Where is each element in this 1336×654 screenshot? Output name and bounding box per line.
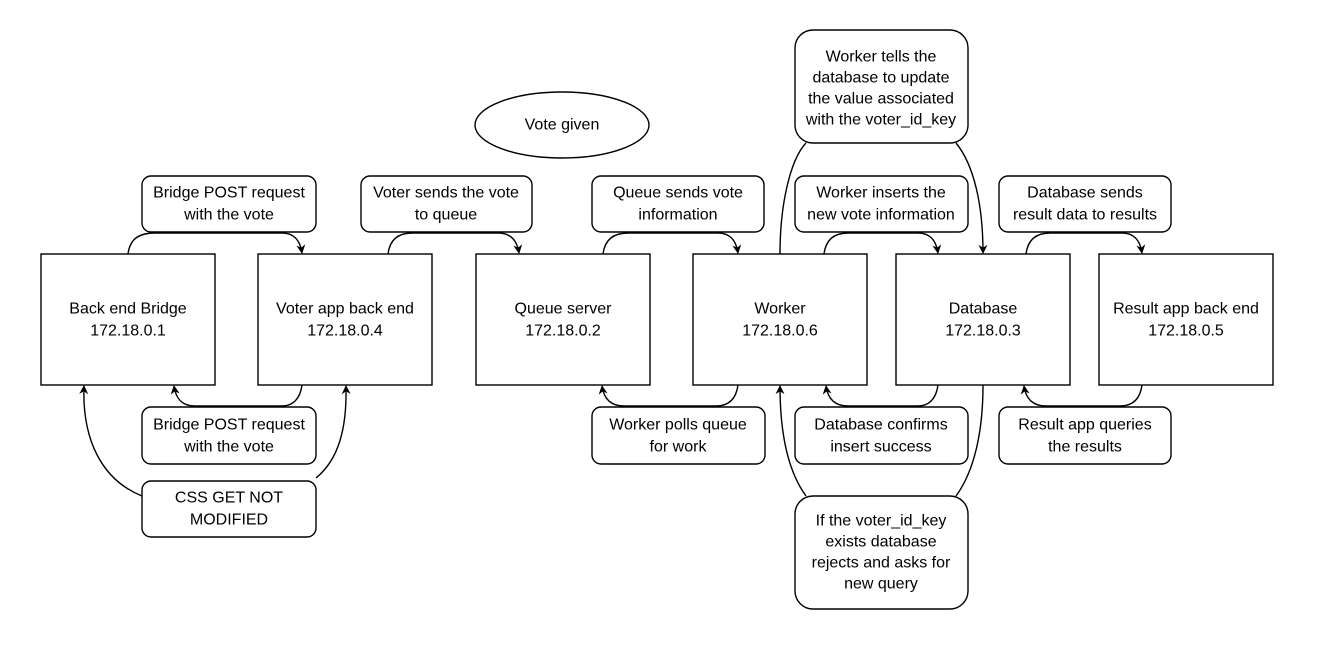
label-line: Result app queries xyxy=(1018,417,1151,434)
edge-voter-to-queue-top xyxy=(387,232,523,255)
label-line: with the vote xyxy=(183,439,274,456)
edge-db-reject-to-worker xyxy=(780,385,984,497)
label-line: database to update xyxy=(812,70,949,87)
server-worker: Worker 172.18.0.6 xyxy=(692,253,868,386)
edge-voter-to-bridge-bottom xyxy=(170,384,303,407)
edge-worker-to-queue-poll xyxy=(598,384,739,407)
label-line: Queue sends vote xyxy=(613,185,743,202)
server-ip: 172.18.0.6 xyxy=(742,323,818,340)
label-db-sends: Database sends result data to results xyxy=(998,175,1172,233)
server-name: Database xyxy=(949,301,1018,318)
edge-bridge-to-voter-top xyxy=(127,232,306,255)
server-back-end-bridge: Back end Bridge 172.18.0.1 xyxy=(40,253,216,386)
server-ip: 172.18.0.5 xyxy=(1148,323,1224,340)
vote-given-label: Vote given xyxy=(525,117,600,134)
label-worker-inserts: Worker inserts the new vote information xyxy=(794,175,969,233)
label-line: Voter sends the vote xyxy=(373,185,519,202)
edge-worker-to-db-insert xyxy=(823,232,942,255)
server-ip: 172.18.0.1 xyxy=(90,323,166,340)
server-ip: 172.18.0.4 xyxy=(307,323,383,340)
server-voter-app-back-end: Voter app back end 172.18.0.4 xyxy=(257,253,433,386)
edge-result-to-db-query xyxy=(1020,384,1143,407)
server-name: Voter app back end xyxy=(276,301,414,318)
label-line: result data to results xyxy=(1013,207,1157,224)
label-voter-sends: Voter sends the vote to queue xyxy=(360,175,533,233)
edge-css-to-voter xyxy=(315,385,351,479)
label-line: Worker inserts the xyxy=(816,185,946,202)
label-line: Worker polls queue xyxy=(609,417,747,434)
label-line: information xyxy=(638,207,717,224)
label-line: insert success xyxy=(830,439,931,456)
label-worker-polls: Worker polls queue for work xyxy=(591,406,766,465)
edge-queue-to-worker-top xyxy=(602,232,742,255)
server-result-app-back-end: Result app back end 172.18.0.5 xyxy=(1098,253,1274,386)
label-result-queries: Result app queries the results xyxy=(998,406,1172,465)
label-line: If the voter_id_key xyxy=(816,513,947,530)
server-name: Result app back end xyxy=(1113,301,1259,318)
server-queue: Queue server 172.18.0.2 xyxy=(475,253,651,386)
label-line: the results xyxy=(1048,439,1122,456)
label-bridge-post-bottom: Bridge POST request with the vote xyxy=(141,406,317,465)
edge-worker-tells-db-update xyxy=(779,142,983,254)
server-ip: 172.18.0.2 xyxy=(525,323,601,340)
label-line: with the vote xyxy=(183,207,274,224)
server-name: Queue server xyxy=(515,301,613,318)
label-line: Bridge POST request xyxy=(153,417,305,434)
label-line: Database confirms xyxy=(814,417,947,434)
label-line: Database sends xyxy=(1027,185,1143,202)
label-line: rejects and asks for xyxy=(812,555,951,572)
label-line: new query xyxy=(844,576,918,593)
label-css-get: CSS GET NOT MODIFIED xyxy=(141,480,317,538)
label-line: MODIFIED xyxy=(190,512,268,529)
label-line: Worker tells the xyxy=(826,49,937,66)
edge-css-to-bridge xyxy=(79,385,143,497)
label-line: for work xyxy=(650,439,708,456)
label-worker-tells: Worker tells the database to update the … xyxy=(794,29,969,144)
server-name: Worker xyxy=(754,301,806,318)
server-database: Database 172.18.0.3 xyxy=(895,253,1071,386)
edge-db-to-result-top xyxy=(1025,232,1146,255)
server-ip: 172.18.0.3 xyxy=(945,323,1021,340)
label-line: CSS GET NOT xyxy=(175,490,283,507)
label-line: to queue xyxy=(415,207,477,224)
label-line: Bridge POST request xyxy=(153,185,305,202)
vote-given-ellipse: Vote given xyxy=(474,91,650,159)
label-line: exists database xyxy=(825,534,936,551)
label-line: the value associated xyxy=(808,91,954,108)
edge-db-to-worker-confirm xyxy=(822,384,939,407)
label-line: new vote information xyxy=(807,207,955,224)
label-queue-sends: Queue sends vote information xyxy=(591,175,765,233)
server-name: Back end Bridge xyxy=(69,301,187,318)
label-line: with the voter_id_key xyxy=(805,112,956,129)
label-bridge-post-top: Bridge POST request with the vote xyxy=(141,175,317,233)
label-db-confirms: Database confirms insert success xyxy=(794,406,969,465)
label-voter-id-exists: If the voter_id_key exists database reje… xyxy=(794,495,969,610)
